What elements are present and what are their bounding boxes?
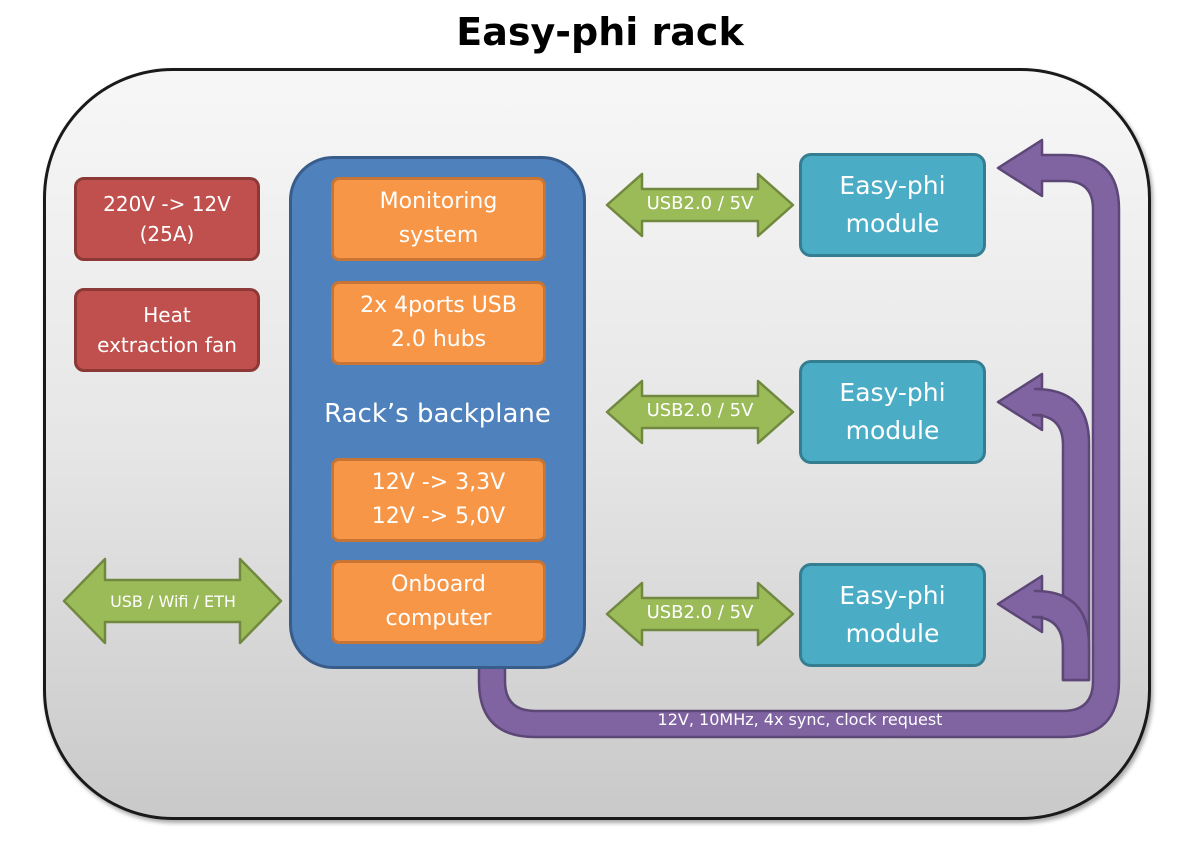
backplane-label: Rack’s backplane bbox=[324, 399, 551, 429]
link-label-1: USB2.0 / 5V bbox=[646, 193, 754, 214]
external-link-label: USB / Wifi / ETH bbox=[110, 592, 236, 611]
easy-phi-module-3: Easy-phi module bbox=[799, 563, 986, 667]
power-supply-box: 220V -> 12V (25A) bbox=[74, 177, 260, 261]
voltage-regulators-block: 12V -> 3,3V 12V -> 5,0V bbox=[331, 458, 546, 542]
easy-phi-module-1: Easy-phi module bbox=[799, 153, 986, 257]
monitoring-system-block: Monitoring system bbox=[331, 177, 546, 261]
bus-line bbox=[477, 138, 1121, 739]
link-arrow-3 bbox=[605, 581, 795, 647]
bus-branch-3 bbox=[996, 574, 1091, 682]
bus-label: 12V, 10MHz, 4x sync, clock request bbox=[657, 710, 943, 729]
link-arrow-2 bbox=[605, 379, 795, 445]
link-arrow-1 bbox=[605, 172, 795, 238]
link-label-3: USB2.0 / 5V bbox=[646, 602, 754, 623]
diagram-title: Easy-phi rack bbox=[456, 10, 744, 54]
usb-hubs-block: 2x 4ports USB 2.0 hubs bbox=[331, 281, 546, 365]
external-link-arrow bbox=[62, 557, 283, 645]
easy-phi-module-2: Easy-phi module bbox=[799, 360, 986, 464]
heat-extraction-fan-box: Heat extraction fan bbox=[74, 288, 260, 372]
onboard-computer-block: Onboard computer bbox=[331, 560, 546, 644]
link-label-2: USB2.0 / 5V bbox=[646, 400, 754, 421]
